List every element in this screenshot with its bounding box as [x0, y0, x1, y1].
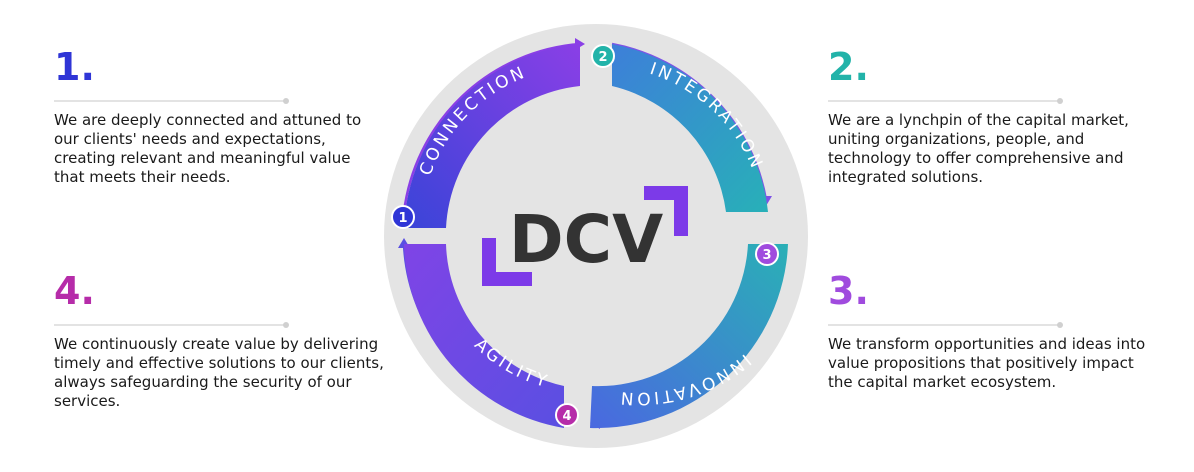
svg-text:3: 3 — [762, 248, 771, 263]
connection-segment — [404, 44, 580, 228]
logo-text: DCV — [509, 201, 663, 278]
svg-text:2: 2 — [598, 50, 607, 65]
value-text-3: We transform opportunities and ideas int… — [828, 335, 1146, 391]
stage-badge-4: 4 — [555, 403, 579, 427]
value-number-2: 2. — [828, 45, 869, 89]
stage-badge-3: 3 — [755, 242, 779, 266]
value-text-4: We continuously create value by deliveri… — [54, 335, 384, 410]
divider-4 — [54, 322, 289, 328]
cycle-diagram: CONNECTION INTEGRATION INNOVATION AGILIT… — [384, 24, 808, 448]
value-text-1: We are deeply connected and attuned to o… — [54, 111, 362, 186]
value-block-2: 2. We are a lynchpin of the capital mark… — [828, 47, 1158, 187]
logo-corner-bottom-left — [482, 238, 532, 286]
svg-text:1: 1 — [398, 211, 407, 226]
dcv-logo: DCV — [482, 186, 688, 286]
agility-segment — [404, 244, 564, 428]
logo-corner-top-right — [644, 186, 688, 236]
stage-badge-1: 1 — [391, 205, 415, 229]
divider-3 — [828, 322, 1063, 328]
innovation-segment — [590, 244, 788, 429]
integration-segment — [612, 44, 768, 212]
value-number-3: 3. — [828, 269, 869, 313]
value-block-3: 3. We transform opportunities and ideas … — [828, 271, 1158, 392]
value-number-4: 4. — [54, 269, 95, 313]
connection-arrow-line — [402, 42, 581, 213]
value-number-1: 1. — [54, 45, 95, 89]
value-block-1: 1. We are deeply connected and attuned t… — [54, 47, 384, 187]
stage-badge-2: 2 — [591, 44, 615, 68]
divider-2 — [828, 98, 1063, 104]
divider-1 — [54, 98, 289, 104]
svg-text:4: 4 — [562, 409, 571, 424]
value-text-2: We are a lynchpin of the capital market,… — [828, 111, 1129, 186]
value-block-4: 4. We continuously create value by deliv… — [54, 271, 384, 411]
